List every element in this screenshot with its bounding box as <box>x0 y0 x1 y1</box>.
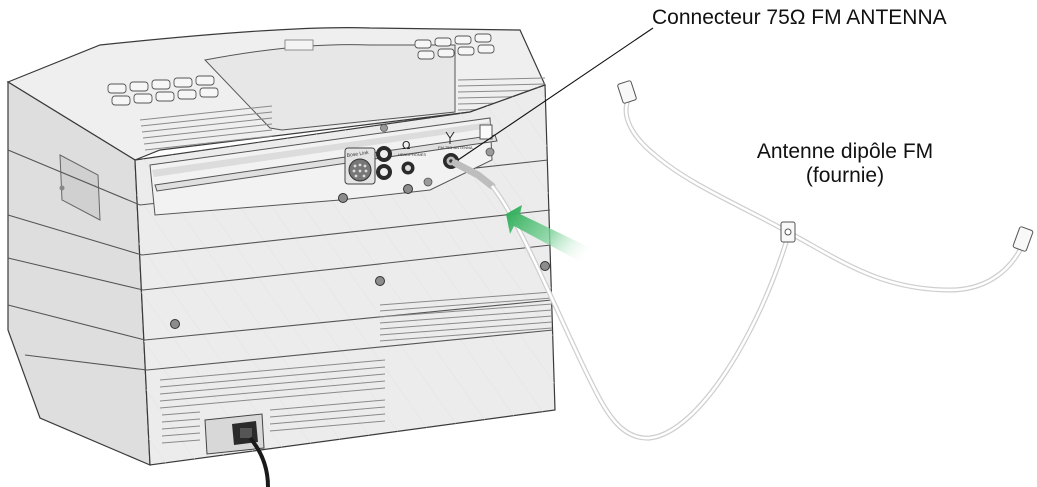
audio-jacks <box>376 146 392 180</box>
bottom-grille <box>159 359 386 444</box>
lower-right-grille <box>379 291 553 342</box>
body-seams <box>7 149 554 371</box>
antenna-label-line2: (fournie) <box>805 164 885 187</box>
side-screw <box>59 185 65 191</box>
power-cord <box>248 436 270 487</box>
music-system-unit: Bose Link Ω HEADPHONES FM 75Ω ANTENNA <box>6 27 556 466</box>
antenna-callout-label: Antenne dipôle FM (fournie) <box>720 140 970 188</box>
fm-antenna-marking: FM 75Ω ANTENNA <box>438 145 473 150</box>
antenna-tip-left <box>617 80 637 104</box>
bose-link-marking: Bose Link <box>346 150 369 159</box>
cd-door-notch <box>284 39 314 51</box>
antenna-plug <box>451 159 496 190</box>
bose-link-connector: Bose Link <box>344 147 376 185</box>
insert-arrow-icon <box>506 205 605 268</box>
antenna-tip-right <box>1012 226 1034 252</box>
headphones-jack: Ω HEADPHONES <box>398 139 426 175</box>
antenna-symbol-icon <box>445 131 455 144</box>
antenna-arm-right <box>786 229 1023 293</box>
side-handle-recess <box>59 154 101 221</box>
fm-dipole-antenna <box>451 80 1034 441</box>
panel-screws <box>380 124 495 187</box>
right-button-cluster <box>414 33 495 60</box>
left-button-cluster <box>107 75 219 106</box>
unit-left-side <box>7 80 151 466</box>
headphones-symbol-icon: Ω <box>402 139 410 152</box>
left-top-grille <box>139 105 273 151</box>
connector-leader-line <box>457 27 654 161</box>
headphones-marking: HEADPHONES <box>398 152 426 157</box>
cd-door <box>204 44 456 131</box>
body-mounting-holes <box>170 184 550 329</box>
connector-callout-label: Connecteur 75Ω FM ANTENNA <box>652 6 947 29</box>
antenna-rod-end <box>479 124 493 140</box>
antenna-label-line1: Antenne dipôle FM <box>756 140 934 163</box>
connector-panel-shadow <box>152 122 490 177</box>
